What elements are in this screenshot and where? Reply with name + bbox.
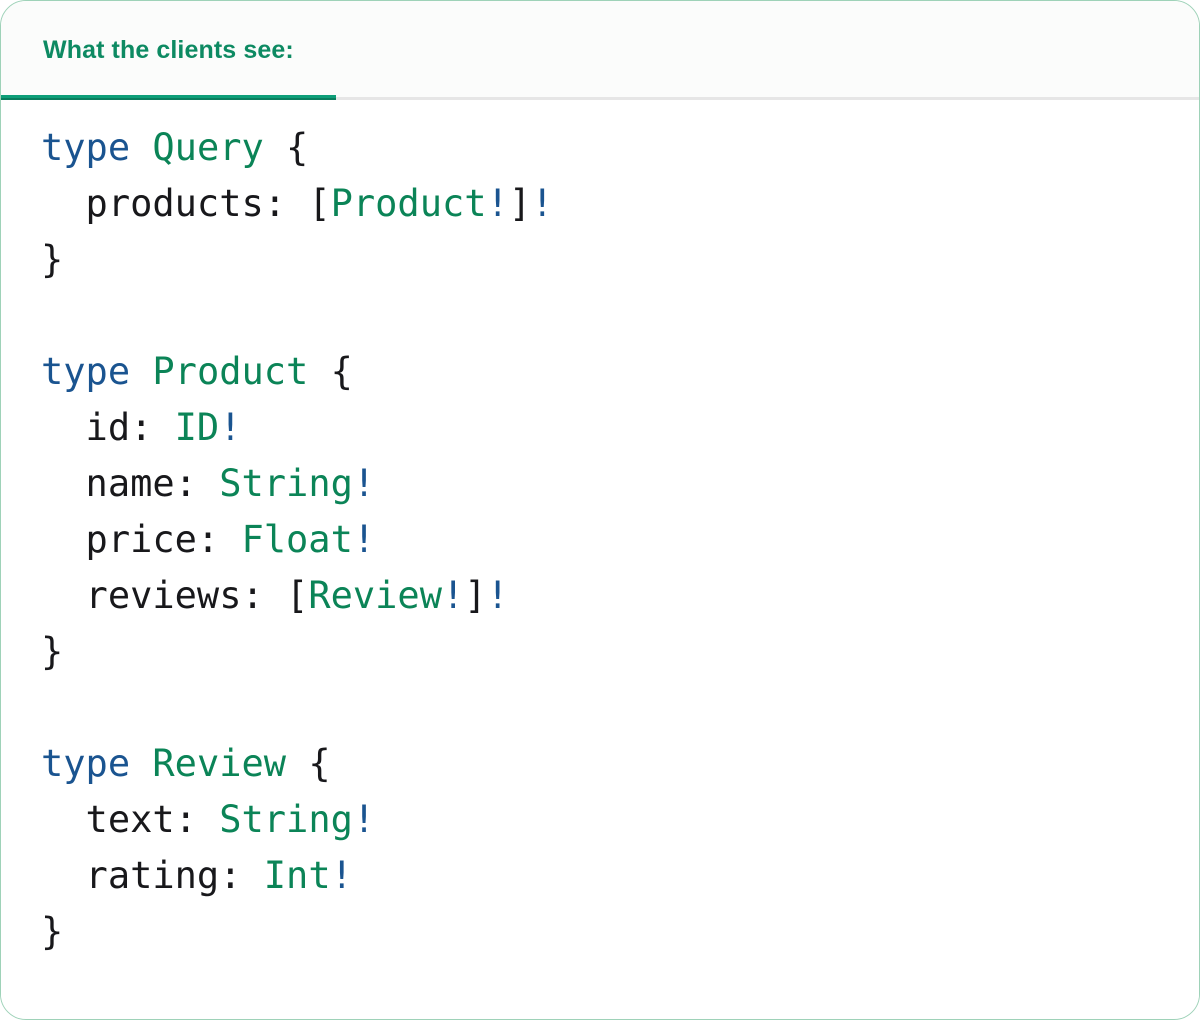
tab-active-indicator (1, 95, 336, 100)
code-token: ] (508, 182, 532, 225)
code-token: ! (441, 574, 465, 617)
code-token: ! (486, 574, 509, 617)
code-token: [ (286, 574, 309, 617)
code-token (130, 126, 152, 169)
code-token: ! (352, 798, 376, 841)
code-token: ] (464, 574, 487, 617)
code-token: rating: (41, 854, 264, 897)
code-token: } (41, 630, 64, 673)
code-token: Int (263, 854, 331, 897)
code-token: type (41, 350, 131, 393)
tab-bar-divider (1, 97, 1199, 100)
code-token: } (41, 910, 64, 953)
code-panel[interactable]: type Query { products: [Product!]! } typ… (1, 100, 1199, 1018)
code-token: ! (352, 518, 376, 561)
code-token: } (41, 238, 64, 281)
code-token: [ (308, 182, 331, 225)
code-token (130, 350, 152, 393)
code-token: String (219, 462, 353, 505)
tab-bar: What the clients see: (1, 1, 1199, 100)
code-token: Product (330, 182, 487, 225)
code-token: type (41, 742, 131, 785)
code-token: type (41, 126, 131, 169)
code-token: reviews: (41, 574, 287, 617)
code-token: ! (330, 854, 353, 897)
code-token (130, 742, 152, 785)
code-token: Query (152, 126, 264, 169)
code-token: ID (174, 406, 220, 449)
code-token: ! (486, 182, 509, 225)
code-token: text: (41, 798, 220, 841)
code-token: ! (219, 406, 242, 449)
code-token: { (286, 742, 331, 785)
code-token: { (263, 126, 309, 169)
code-token: Review (152, 742, 287, 785)
code-token: Review (308, 574, 442, 617)
tab-what-the-clients-see[interactable]: What the clients see: (1, 1, 336, 100)
code-token: id: (41, 406, 175, 449)
code-token: ! (531, 182, 554, 225)
code-token: Float (241, 518, 353, 561)
code-token: price: (41, 518, 242, 561)
tab-label: What the clients see: (43, 36, 294, 64)
code-token: { (308, 350, 353, 393)
code-token: ! (352, 462, 376, 505)
graphql-schema-code: type Query { products: [Product!]! } typ… (41, 120, 1159, 960)
code-token: String (219, 798, 353, 841)
code-token: Product (152, 350, 309, 393)
code-token: products: (41, 182, 309, 225)
code-token: name: (41, 462, 220, 505)
